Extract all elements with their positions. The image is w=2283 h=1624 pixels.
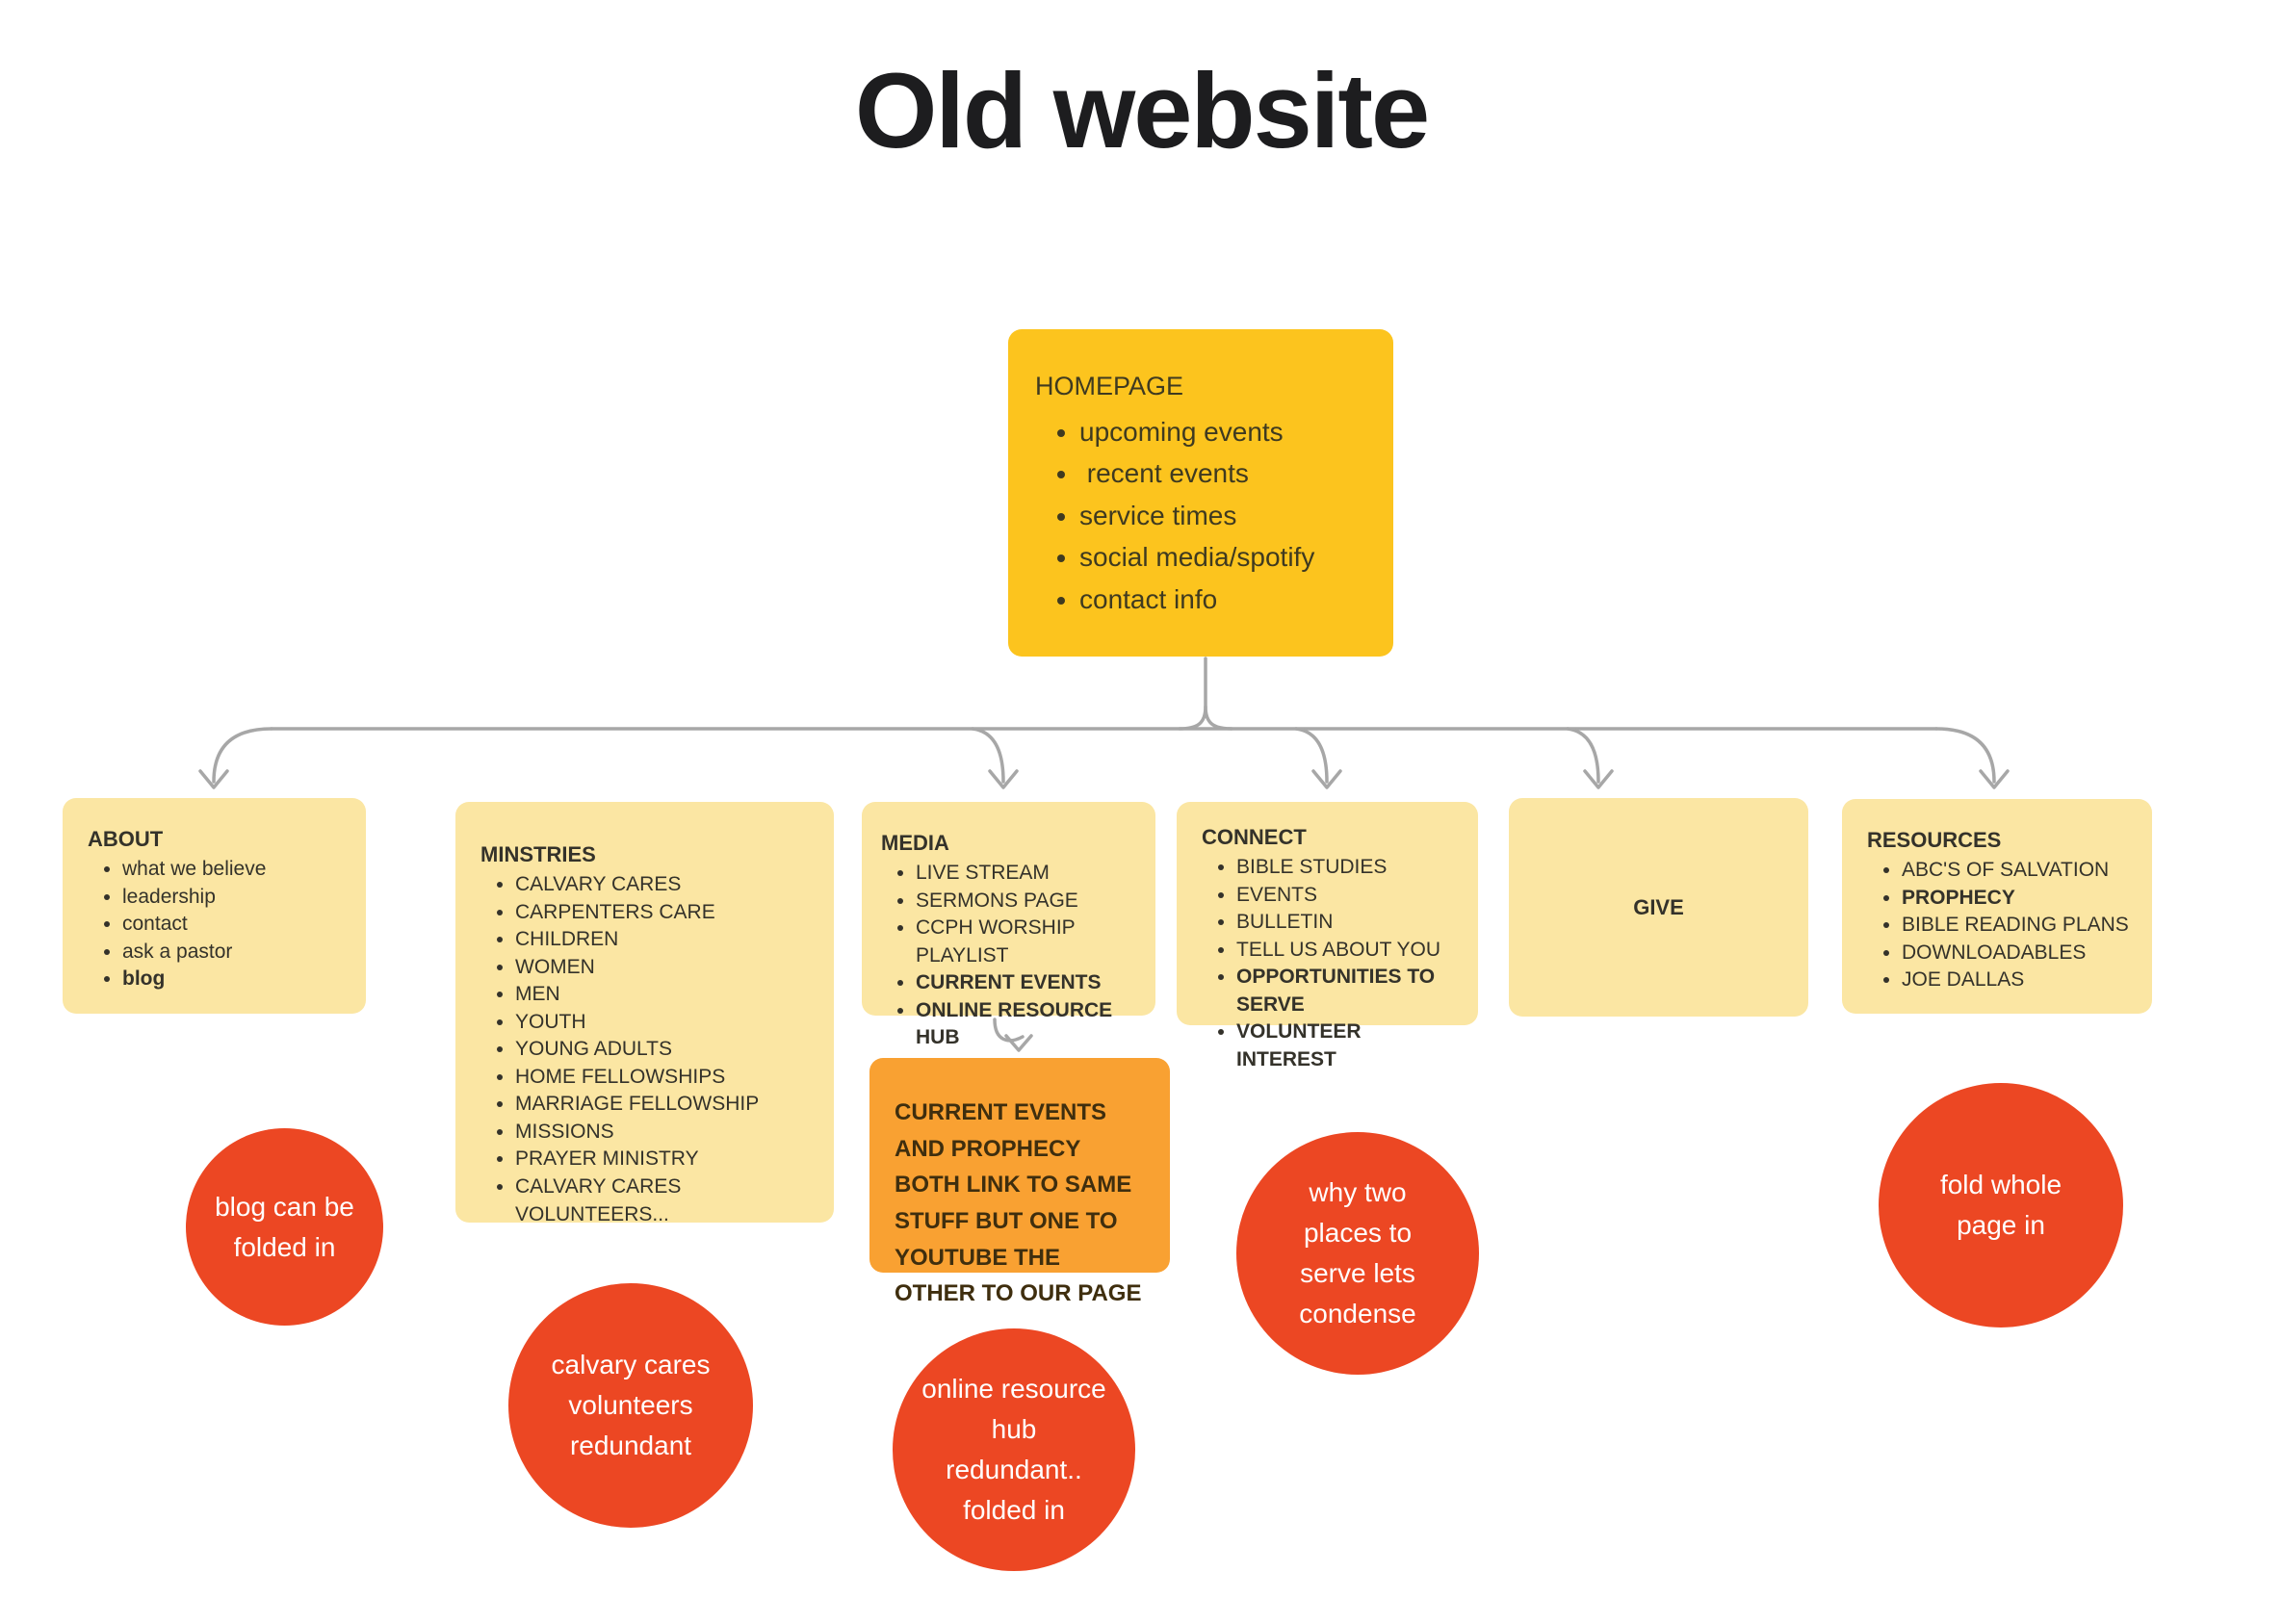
list-item: ABC'S OF SALVATION [1902, 857, 2133, 885]
connector-stem-right [1204, 705, 1233, 731]
annotation-circle-fold-whole-page[interactable]: fold whole page in [1879, 1083, 2123, 1328]
connector-drop-resources [1934, 727, 1996, 784]
list-item: ask a pastor [122, 939, 347, 967]
list-item: MEN [515, 981, 815, 1009]
arrowhead-give-icon [1583, 769, 1614, 789]
annotation-circle-calvary[interactable]: calvary cares volunteers redundant [508, 1283, 753, 1528]
sticky-homepage[interactable]: HOMEPAGE upcoming events recent eventsse… [1008, 329, 1393, 657]
list-item: contact info [1079, 579, 1364, 620]
list-item: MISSIONS [515, 1119, 815, 1147]
media-list: LIVE STREAMSERMONS PAGECCPH WORSHIP PLAY… [881, 860, 1136, 1052]
list-item: OPPORTUNITIES TO SERVE [1236, 964, 1459, 1018]
annotation-circle-blog[interactable]: blog can be folded in [186, 1128, 383, 1326]
annotation-circle-online-resource-hub[interactable]: online resource hub redundant.. folded i… [893, 1328, 1135, 1571]
list-item: VOLUNTEER INTEREST [1236, 1018, 1459, 1073]
arrowhead-media-icon [988, 769, 1019, 789]
arrowhead-note-icon [1004, 1034, 1033, 1052]
list-item: LIVE STREAM [916, 860, 1136, 888]
connector-stem [1178, 657, 1207, 731]
sticky-media-title: MEDIA [881, 831, 949, 855]
arrowhead-resources-icon [1979, 769, 2010, 789]
list-item: BIBLE STUDIES [1236, 854, 1459, 882]
list-item: JOE DALLAS [1902, 967, 2133, 994]
sticky-minstries-title: MINSTRIES [480, 842, 596, 866]
list-item: CARPENTERS CARE [515, 899, 815, 927]
connector-drop-media [971, 727, 1005, 784]
connector-media-to-note [993, 1018, 1025, 1043]
sticky-resources[interactable]: RESOURCES ABC'S OF SALVATIONPROPHECYBIBL… [1842, 799, 2152, 1014]
annotation-text: calvary cares volunteers redundant [551, 1350, 711, 1460]
list-item: CCPH WORSHIP PLAYLIST [916, 915, 1136, 969]
list-item: upcoming events [1079, 411, 1364, 452]
page-title: Old website [854, 52, 1430, 170]
list-item: BULLETIN [1236, 909, 1459, 937]
resources-list: ABC'S OF SALVATIONPROPHECYBIBLE READING … [1867, 857, 2133, 994]
homepage-list: upcoming events recent eventsservice tim… [1035, 411, 1364, 620]
list-item: SERMONS PAGE [916, 888, 1136, 915]
list-item: MARRIAGE FELLOWSHIP [515, 1091, 815, 1119]
list-item: leadership [122, 884, 347, 912]
sticky-connect[interactable]: CONNECT BIBLE STUDIESEVENTSBULLETINTELL … [1177, 802, 1478, 1070]
list-item: CURRENT EVENTS [916, 969, 1136, 997]
list-item: service times [1079, 495, 1364, 536]
sticky-give-title: GIVE [1633, 894, 1684, 919]
list-item: ONLINE RESOURCE HUB [916, 997, 1136, 1052]
list-item: PROPHECY [1902, 885, 2133, 913]
minstries-list: CALVARY CARESCARPENTERS CARECHILDRENWOME… [480, 871, 815, 1228]
list-item: contact [122, 911, 347, 939]
sticky-connect-title: CONNECT [1202, 825, 1307, 849]
sticky-media[interactable]: MEDIA LIVE STREAMSERMONS PAGECCPH WORSHI… [862, 802, 1155, 1048]
annotation-text: online resource hub redundant.. folded i… [921, 1374, 1106, 1525]
list-item: blog [122, 966, 347, 993]
list-item: CALVARY CARES [515, 871, 815, 899]
sticky-give[interactable]: GIVE [1509, 798, 1808, 1017]
annotation-text: blog can be folded in [215, 1191, 354, 1262]
sticky-homepage-title: HOMEPAGE [1035, 372, 1184, 400]
list-item: WOMEN [515, 954, 815, 982]
annotation-circle-why-two-places[interactable]: why two places to serve lets condense [1236, 1132, 1479, 1375]
connector-drop-about [212, 727, 273, 784]
list-item: social media/spotify [1079, 536, 1364, 578]
sticky-about[interactable]: ABOUT what we believeleadershipcontactas… [63, 798, 366, 1014]
list-item: what we believe [122, 856, 347, 884]
connector-drop-give [1566, 727, 1600, 784]
list-item: TELL US ABOUT YOU [1236, 937, 1459, 965]
list-item: recent events [1079, 452, 1364, 494]
annotation-text: why two places to serve lets condense [1299, 1177, 1416, 1328]
annotation-text: fold whole page in [1939, 1170, 2062, 1240]
list-item: HOME FELLOWSHIPS [515, 1064, 815, 1092]
list-item: CHILDREN [515, 926, 815, 954]
sticky-minstries[interactable]: MINSTRIES CALVARY CARESCARPENTERS CARECH… [455, 802, 834, 1225]
sticky-about-title: ABOUT [88, 827, 164, 851]
arrowhead-connect-icon [1311, 769, 1342, 789]
list-item: CALVARY CARES VOLUNTEERS... [515, 1173, 815, 1228]
about-list: what we believeleadershipcontactask a pa… [88, 856, 347, 993]
list-item: DOWNLOADABLES [1902, 940, 2133, 967]
arrowhead-about-icon [198, 769, 229, 789]
connect-list: BIBLE STUDIESEVENTSBULLETINTELL US ABOUT… [1202, 854, 1459, 1073]
sticky-note-current-events[interactable]: CURRENT EVENTS AND PROPHECY BOTH LINK TO… [869, 1058, 1170, 1306]
list-item: YOUTH [515, 1009, 815, 1037]
list-item: EVENTS [1236, 882, 1459, 910]
list-item: PRAYER MINISTRY [515, 1146, 815, 1173]
note-text: CURRENT EVENTS AND PROPHECY BOTH LINK TO… [895, 1099, 1142, 1307]
list-item: YOUNG ADULTS [515, 1036, 815, 1064]
connector-drop-connect [1294, 727, 1329, 784]
list-item: BIBLE READING PLANS [1902, 912, 2133, 940]
sticky-resources-title: RESOURCES [1867, 828, 2002, 852]
